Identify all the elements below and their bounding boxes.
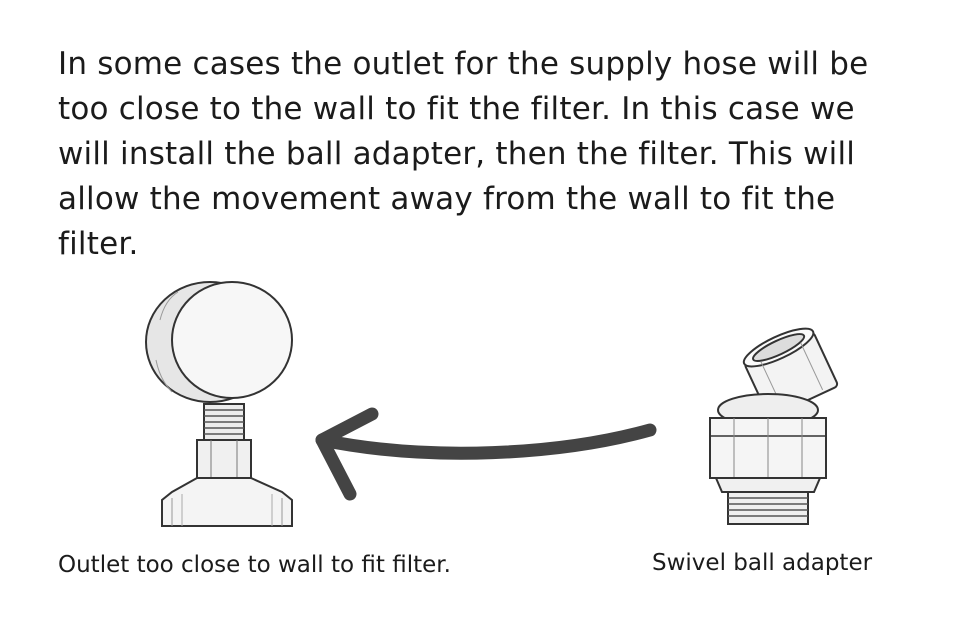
- swivel-ball-adapter-illustration: [709, 327, 839, 525]
- wall-outlet-illustration: [145, 281, 293, 527]
- instruction-paragraph: In some cases the outlet for the supply …: [58, 46, 869, 262]
- curved-arrow-icon: [315, 407, 657, 501]
- caption-adapter: Swivel ball adapter: [652, 550, 873, 576]
- caption-outlet: Outlet too close to wall to fit filter.: [58, 552, 451, 578]
